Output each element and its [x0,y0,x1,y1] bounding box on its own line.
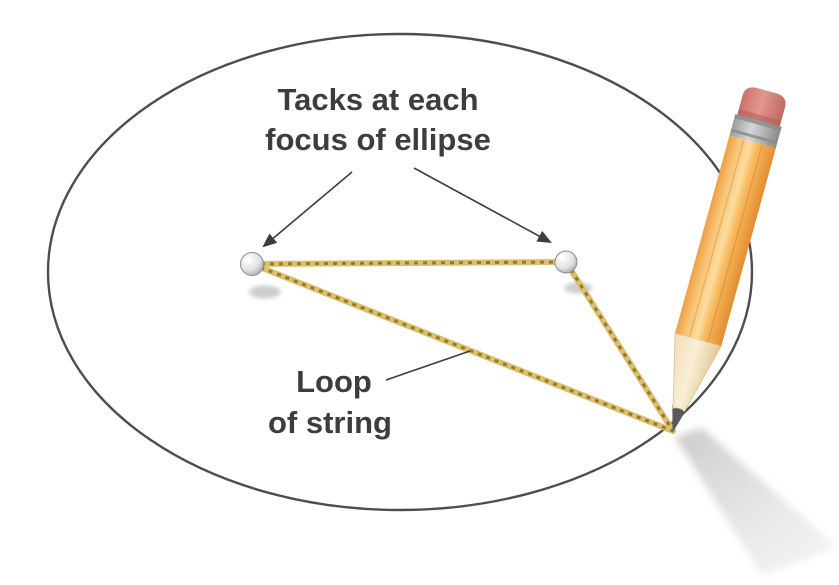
loop-pointer-line [385,350,471,381]
arrow-to-left-tack [262,171,353,248]
string-loop [249,259,676,434]
pencil-ferrule-ridge-top [734,114,782,131]
string-texture-left [251,262,674,433]
ellipse-outline [46,32,754,512]
loop-label-line2: of string [268,405,392,440]
tacks-label-line2: focus of ellipse [265,122,491,157]
pencil-facet-line-right [707,144,763,343]
pencil-eraser-band [737,108,782,127]
pencil [672,87,786,433]
tack-right-highlight [558,254,566,262]
arrow-to-right-tack [413,167,552,244]
pencil-facet-line-left [688,139,745,338]
pencil-body [675,135,776,346]
pencil-shadow [675,428,838,575]
loop-label-line1: Loop [296,364,372,399]
tack-left [240,252,264,276]
string-texture-top [251,260,567,266]
tack-left-shadow [249,285,281,299]
pencil-ferrule-ridge-bottom [730,128,778,145]
pencil-graphite-tip [672,404,687,433]
tacks-label-line1: Tacks at each [277,82,478,117]
tack-left-highlight [244,256,252,264]
pencil-wood-cone [672,332,722,413]
string-texture-right [564,261,675,432]
tack-right [554,250,578,274]
